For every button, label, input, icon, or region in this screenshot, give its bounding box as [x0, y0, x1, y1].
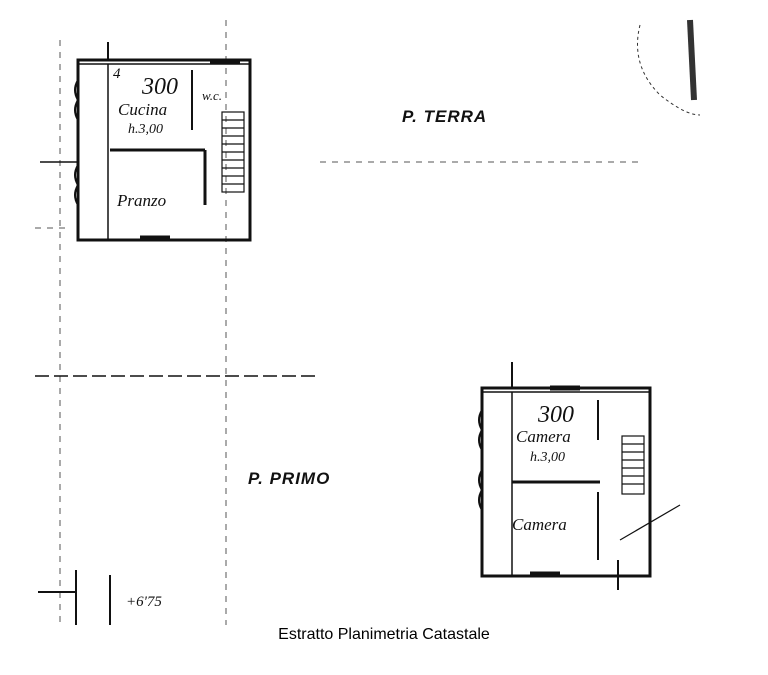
first-floor-label: P. PRIMO: [248, 469, 330, 488]
stair-first: [621, 435, 645, 495]
camera-height-label: h.3,00: [530, 450, 565, 465]
ground-floor-label: P. TERRA: [402, 107, 487, 126]
stair-mark: 4: [113, 66, 121, 82]
stamp-fragment: [637, 19, 701, 116]
caption: Estratto Planimetria Catastale: [278, 626, 490, 643]
wc-label: w.c.: [202, 88, 222, 103]
first-floor-plan: [478, 362, 652, 590]
camera-bottom-label: Camera: [512, 515, 567, 534]
lower-left-fragment: [38, 570, 111, 625]
scribble-note: +6'75: [126, 594, 162, 610]
pranzo-label: Pranzo: [116, 191, 166, 210]
cucina-height-label: h.3,00: [128, 122, 163, 137]
ground-floor-plan: [40, 42, 252, 242]
camera-top-label: Camera: [516, 427, 571, 446]
stair-ground: [221, 111, 245, 193]
floor-plan-drawing: P. TERRA P. PRIMO 300 4 Cucina h.3,00 w.…: [35, 19, 701, 625]
ground-room-number: 300: [141, 74, 178, 100]
first-room-number: 300: [537, 402, 574, 428]
cucina-label: Cucina: [118, 100, 167, 119]
grid-lines: [35, 20, 640, 625]
